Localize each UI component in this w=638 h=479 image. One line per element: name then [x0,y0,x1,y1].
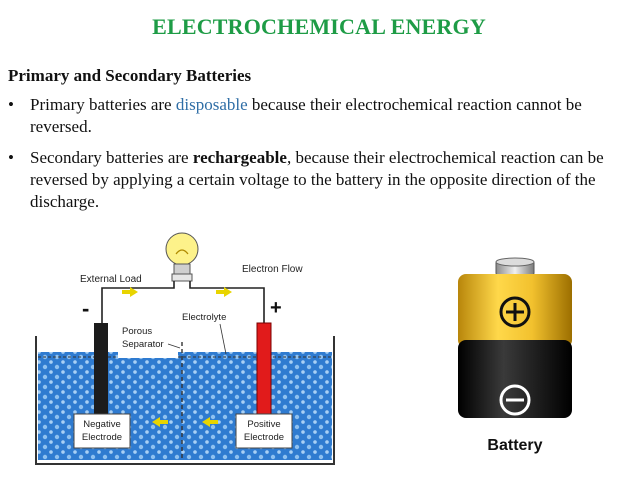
plus-circle-icon [499,296,531,328]
label-external-load: External Load [80,274,142,285]
ion-flow-arrow-icon [152,417,218,427]
highlight-disposable: disposable [175,95,248,114]
porous-label-bg [118,324,178,358]
negative-label-box [73,413,131,449]
label-positive-electrode: Electrode [244,432,284,443]
bullet-text: Secondary batteries are rechargeable, be… [30,147,632,213]
bullet-list: • Primary batteries are disposable becau… [8,94,632,222]
bullet-text-post: because their electrochemical reaction c… [30,95,582,136]
electrolyte-pointer [219,323,227,355]
label-minus-sign: - [82,296,89,321]
bullet-text-post: , because their electrochemical reaction… [30,148,604,211]
bullet-primary: • Primary batteries are disposable becau… [8,94,632,138]
bullet-marker: • [8,148,14,167]
positive-electrode [256,322,272,419]
highlight-rechargeable: rechargeable [192,148,287,167]
light-bulb-icon [165,232,199,282]
minus-circle-icon [499,384,531,416]
label-plus-sign: + [270,297,282,319]
positive-label-box [235,413,293,449]
battery-black-section [458,340,572,418]
label-electron-flow: Electron Flow [242,264,303,275]
label-positive: Positive [247,419,280,430]
slide-title: ELECTROCHEMICAL ENERGY [152,14,486,39]
electrochemical-cell-diagram: External Load Electron Flow - + Negative… [35,232,335,465]
slide-subtitle: Primary and Secondary Batteries [8,66,252,85]
battery-illustration: Battery [458,257,572,454]
bullet-text: Primary batteries are disposable because… [30,94,632,138]
separator-pointer [167,343,181,349]
electrolyte-label-bg [180,310,240,324]
label-negative-electrode: Electrode [82,432,122,443]
bullet-text-pre: Secondary batteries are [30,148,193,167]
label-electrolyte: Electrolyte [182,312,226,323]
bullet-text-pre: Primary batteries are [30,95,176,114]
flow-arrow-icon [122,287,232,297]
bullet-marker: • [8,95,14,114]
negative-electrode [94,323,108,418]
label-porous: Porous [122,326,152,337]
label-separator: Separator [122,339,164,350]
bullet-secondary: • Secondary batteries are rechargeable, … [8,147,632,213]
battery-label: Battery [487,437,542,454]
circuit-wire [101,281,265,323]
battery-cap-top [495,257,535,267]
label-negative: Negative [83,419,121,430]
